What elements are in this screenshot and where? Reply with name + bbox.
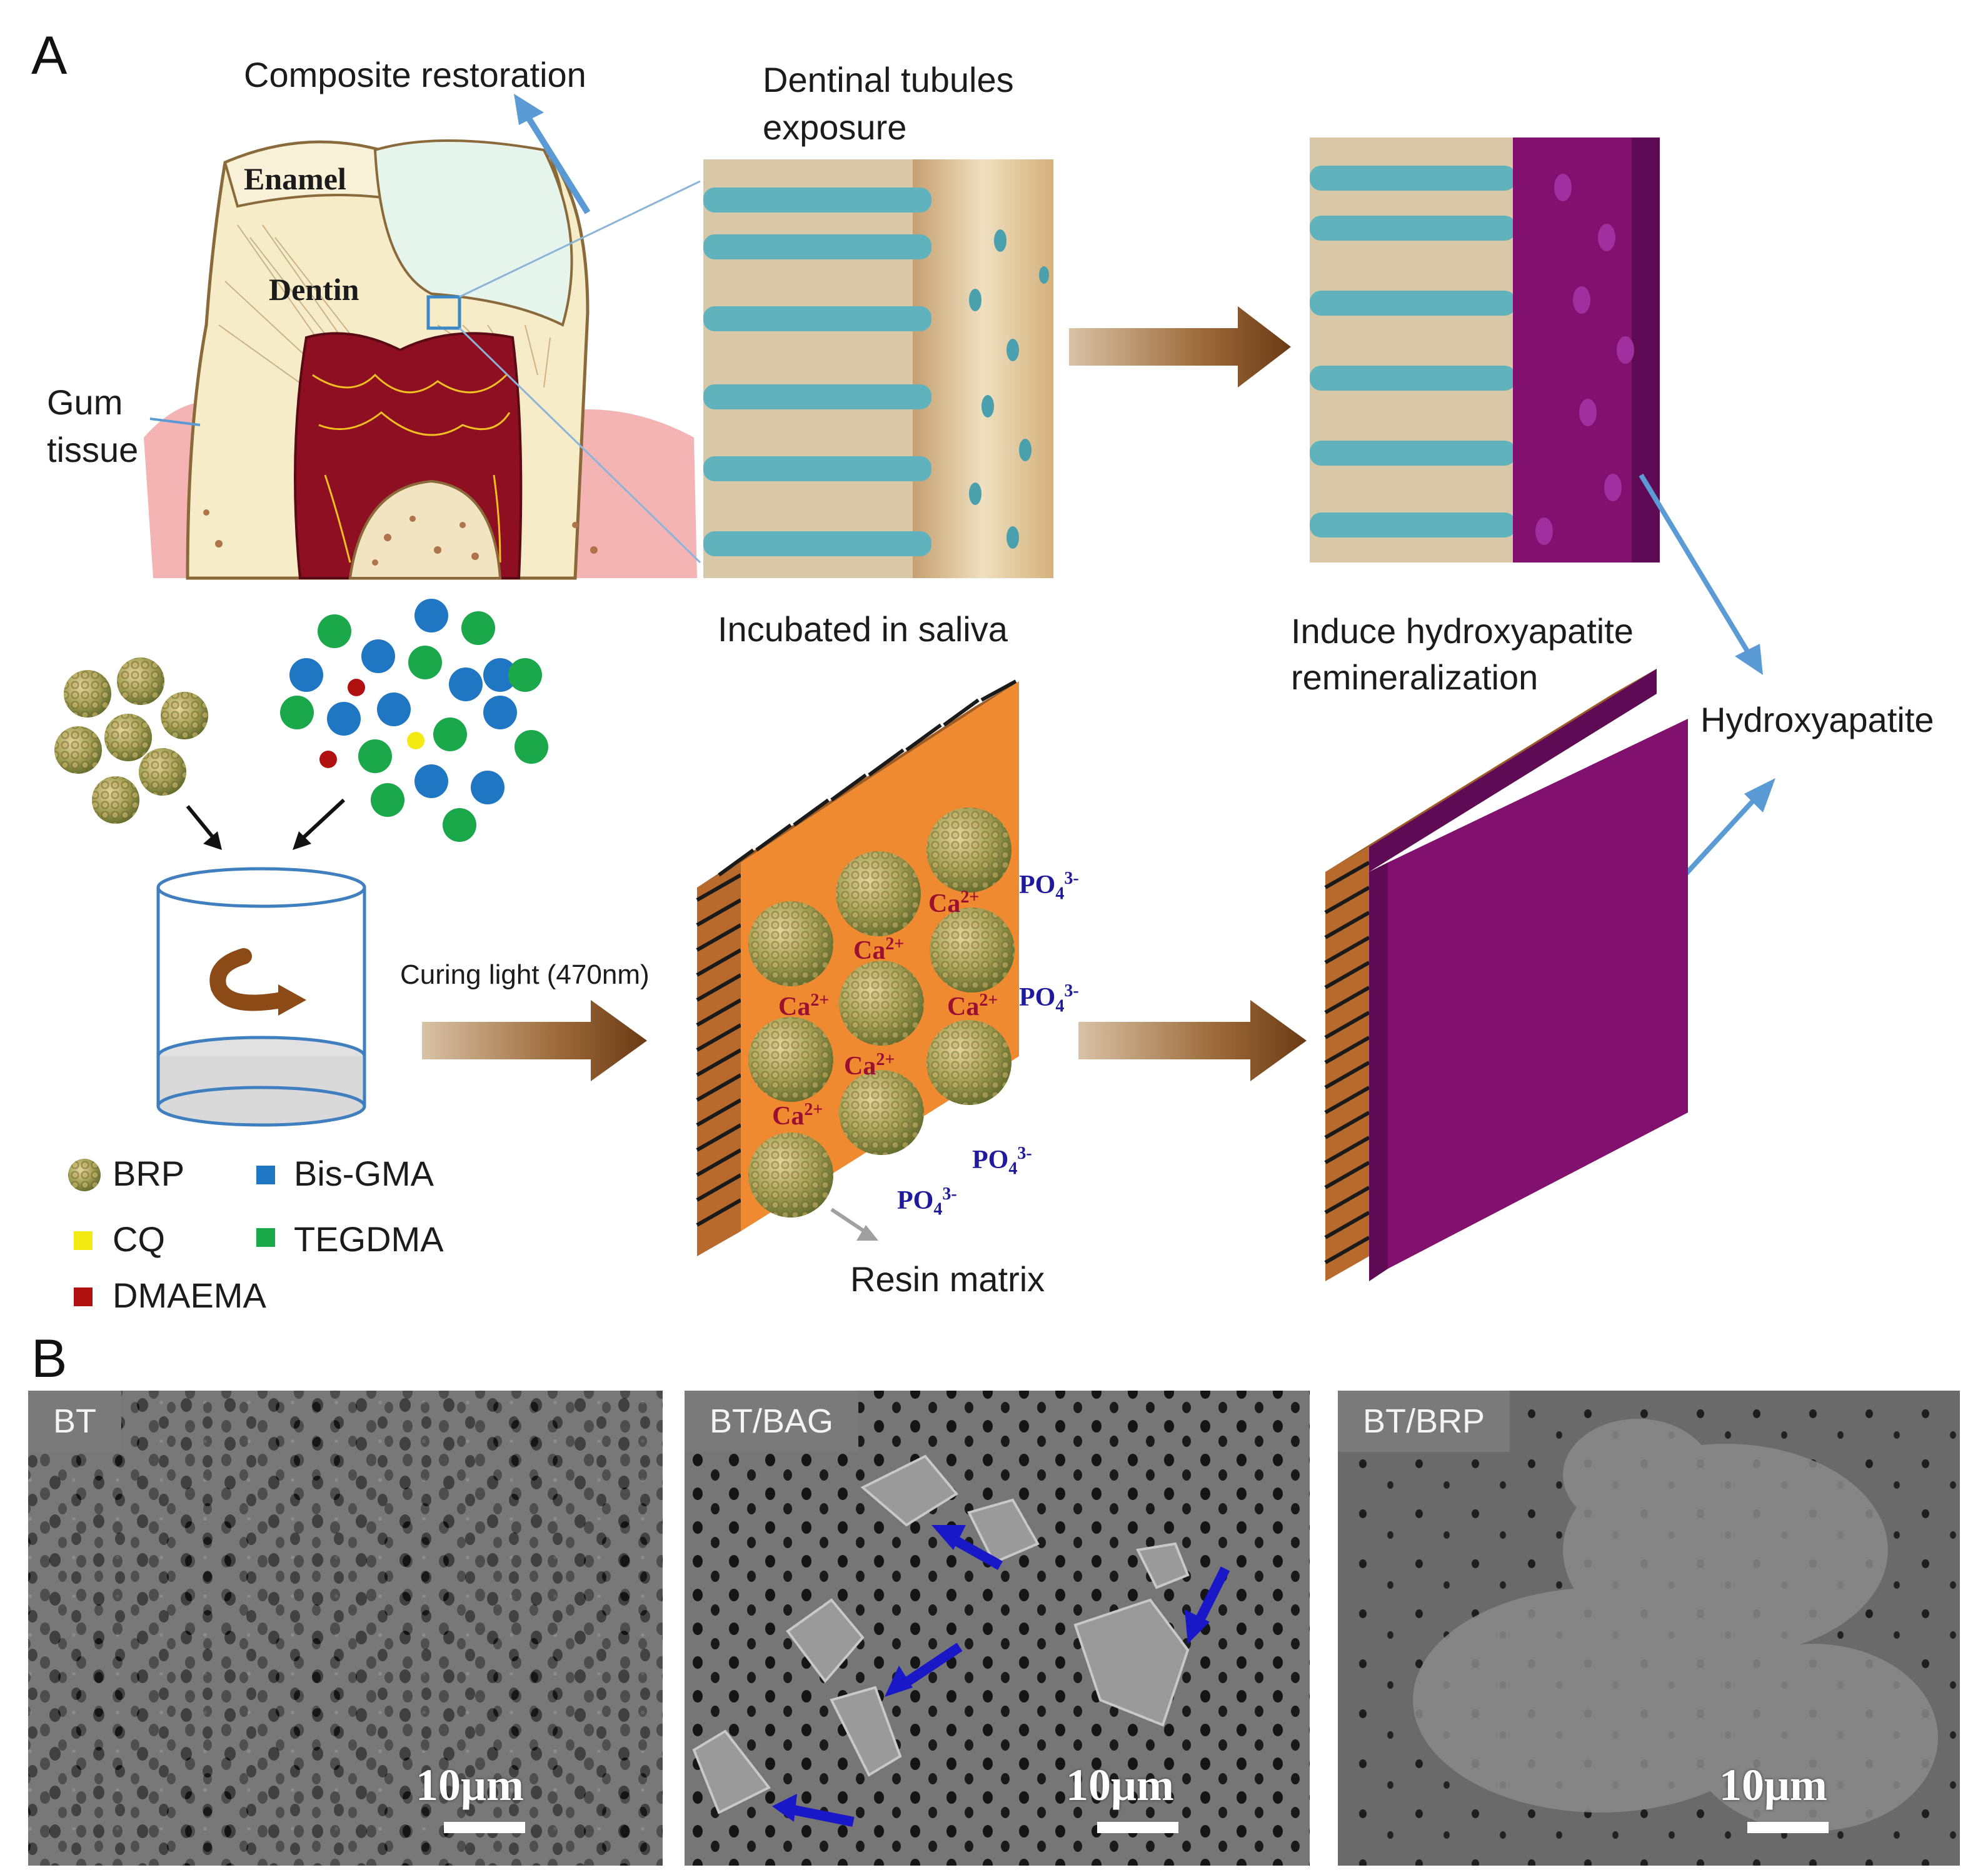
- tubule-rods-after: [1310, 166, 1516, 538]
- scale-label: 10μm: [1719, 1760, 1827, 1810]
- label-induce-1: Induce hydroxyapatite: [1291, 611, 1634, 651]
- sem-1: [28, 1391, 663, 1866]
- brp-cluster: [54, 658, 208, 824]
- label-dentin: Dentin: [269, 272, 359, 307]
- resin-brp-spheres: [748, 808, 1015, 1218]
- zoom-box: [426, 295, 461, 330]
- brp-coating: [1413, 1419, 1938, 1831]
- composite-restoration-area: [373, 139, 573, 327]
- scale-label: 10μm: [1066, 1760, 1174, 1810]
- label-curing-light: Curing light (470nm): [400, 959, 650, 990]
- bag-arrows: [772, 1525, 1230, 1827]
- legend-cq: CQ: [113, 1219, 165, 1259]
- ion-ca: Ca2+: [928, 888, 980, 918]
- process-arrows: [422, 306, 1307, 1081]
- ion-ca: Ca2+: [844, 1050, 895, 1081]
- panel-a-label: A: [31, 26, 68, 86]
- label-dentinal-tubules-2: exposure: [763, 108, 907, 147]
- scale-label: 10μm: [416, 1760, 524, 1810]
- legend-dmaema: DMAEMA: [113, 1276, 266, 1315]
- arrow-brp-beaker: [186, 805, 218, 842]
- label-hydroxyapatite: Hydroxyapatite: [1700, 700, 1934, 739]
- legend-brp: BRP: [113, 1154, 185, 1193]
- label-induce-2: remineralization: [1291, 658, 1539, 697]
- sem-image-bt-bag: BT/BAG 10μm: [685, 1391, 1310, 1866]
- tubule-openings: [969, 229, 1049, 549]
- tubules-after: [1310, 138, 1660, 562]
- bone: [348, 479, 502, 579]
- sem-tag: BT: [28, 1391, 122, 1452]
- sem-image-bt: BT 10μm: [28, 1391, 663, 1866]
- resin-hatch: [696, 679, 1017, 1227]
- arrow-monomer-beaker: [298, 798, 346, 842]
- sem-tag: BT/BAG: [685, 1391, 859, 1452]
- ion-ca: Ca2+: [772, 1100, 823, 1131]
- label-enamel: Enamel: [244, 161, 346, 196]
- tooth-illustration: [144, 94, 701, 580]
- label-gum-1: Gum: [47, 382, 123, 422]
- ion-po4: PO43-: [972, 1144, 1032, 1179]
- scale-bar: [1097, 1822, 1178, 1833]
- scale-bar: [1747, 1822, 1829, 1833]
- gum-pointer: [149, 418, 201, 426]
- label-composite-restoration: Composite restoration: [244, 55, 586, 94]
- bone-texture: [203, 509, 598, 566]
- bag-particles: [692, 1454, 1190, 1814]
- tubule-rods: [703, 188, 931, 556]
- label-dentinal-tubules-1: Dentinal tubules: [763, 60, 1014, 99]
- tubules-before: [703, 159, 1053, 578]
- zoom-line-bottom: [458, 327, 701, 564]
- sem-image-bt-brp: BT/BRP 10μm: [1338, 1391, 1960, 1866]
- ion-ca: Ca2+: [853, 934, 905, 965]
- beaker: [156, 867, 366, 1127]
- ha-spots: [1535, 174, 1634, 545]
- arrow-remineralize: [1078, 1000, 1307, 1081]
- label-resin-matrix: Resin matrix: [850, 1259, 1045, 1299]
- ion-po4: PO43-: [1019, 869, 1079, 904]
- ion-ca: Ca2+: [947, 991, 998, 1021]
- ion-po4: PO43-: [1019, 981, 1079, 1016]
- stir-arrow: [209, 948, 289, 1011]
- scale-bar: [444, 1822, 525, 1833]
- legend-markers: [68, 1159, 275, 1306]
- ion-po4: PO43-: [897, 1184, 957, 1219]
- ha-block: [1324, 669, 1688, 1281]
- zoom-line-top: [459, 180, 701, 298]
- sem-3: [1338, 1391, 1960, 1866]
- legend-tegdma: TEGDMA: [294, 1219, 444, 1259]
- arrow-curing: [422, 1000, 647, 1081]
- panel-b-label: B: [31, 1329, 68, 1389]
- nerves: [312, 373, 511, 563]
- arrow-incubate: [1069, 306, 1291, 388]
- ion-ca: Ca2+: [778, 991, 830, 1021]
- label-incubated: Incubated in saliva: [718, 609, 1008, 649]
- legend-bis-gma: Bis-GMA: [294, 1154, 434, 1193]
- sem-tag: BT/BRP: [1338, 1391, 1510, 1452]
- ha-block-hatch: [1324, 861, 1370, 1264]
- sem-2: [685, 1391, 1310, 1866]
- composite-arrow: [522, 111, 591, 214]
- ha-arrow-top: [1639, 473, 1753, 658]
- label-gum-2: tissue: [47, 430, 139, 469]
- monomer-cluster: [280, 599, 548, 842]
- ha-face: [1388, 719, 1688, 1269]
